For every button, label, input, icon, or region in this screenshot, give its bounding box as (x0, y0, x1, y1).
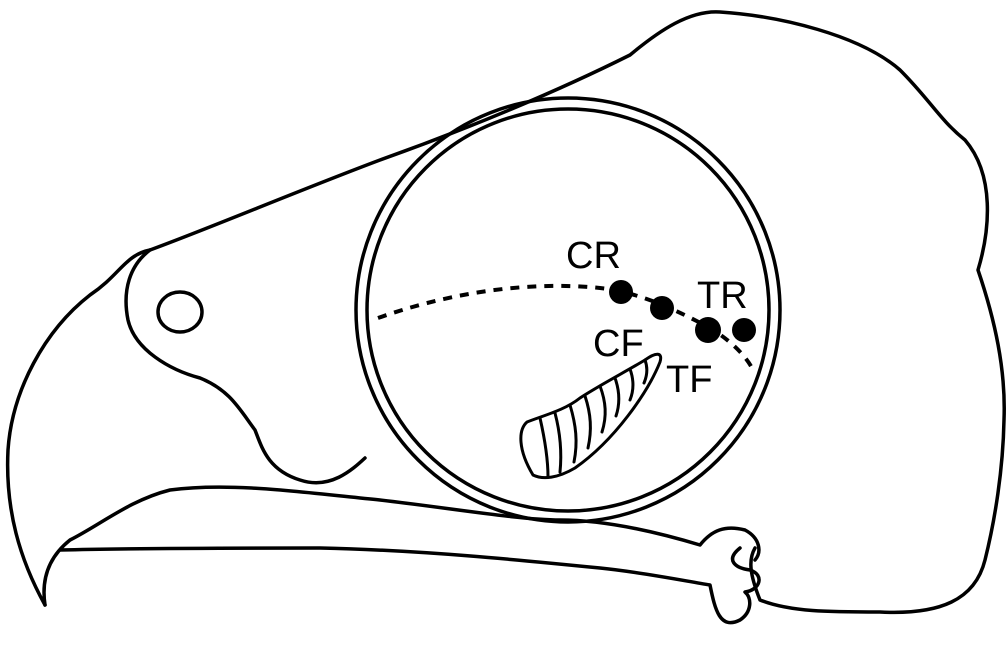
cf-label: CF (593, 323, 644, 365)
tr-point (732, 318, 756, 342)
nostril (158, 292, 202, 332)
tf-point (695, 317, 721, 343)
tf-label: TF (666, 359, 712, 401)
scleral-ossicles (521, 354, 661, 477)
jaw-lower-edge (60, 548, 759, 623)
tr-label: TR (697, 275, 748, 317)
cr-label: CR (566, 235, 621, 277)
beak-cere-line (126, 250, 365, 483)
cr-point (609, 280, 633, 304)
cf-point (650, 296, 674, 320)
